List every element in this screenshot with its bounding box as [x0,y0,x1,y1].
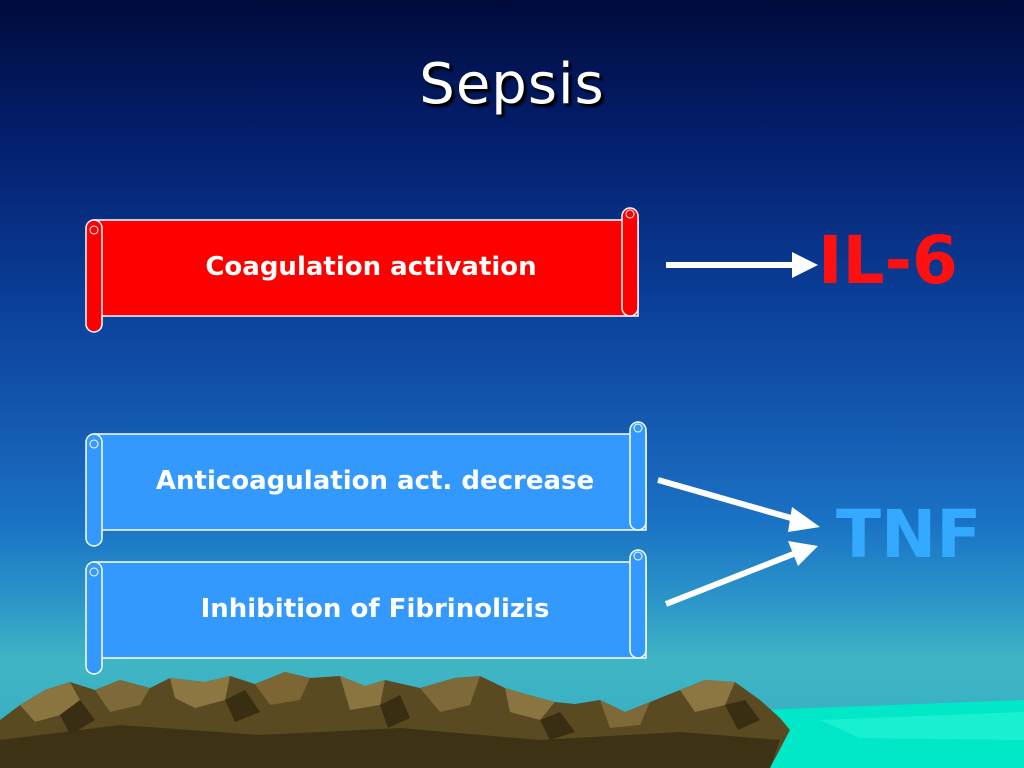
il6-label: IL-6 [818,222,958,299]
tnf-label: TNF [836,496,982,573]
scroll-box-fibrinolysis: Inhibition of Fibrinolizis [84,546,652,676]
scroll-box-anticoagulation: Anticoagulation act. decrease [84,418,652,548]
scroll-label: Inhibition of Fibrinolizis [200,594,550,624]
scroll-box-coagulation: Coagulation activation [84,204,644,334]
scroll-label: Coagulation activation [205,252,537,282]
scroll-label: Anticoagulation act. decrease [155,466,595,496]
arrow-up-right-icon [664,541,818,607]
arrow-right-icon [666,252,818,278]
arrow-down-right-icon [657,477,820,532]
slide-title: Sepsis [419,52,605,117]
